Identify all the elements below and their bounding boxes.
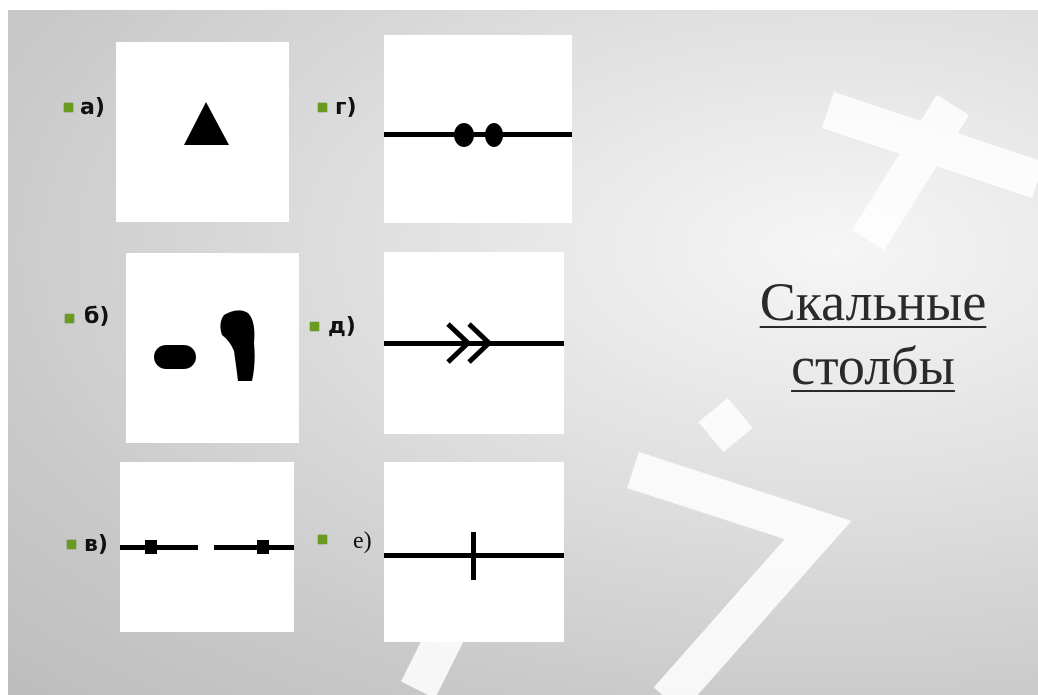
- cross-tick-icon: [384, 532, 564, 580]
- bullet-icon: [64, 103, 73, 112]
- label-a: а): [80, 95, 105, 120]
- label-g: г): [335, 95, 357, 120]
- dashed-line-icon: [120, 540, 294, 554]
- double-arrow-icon: [384, 322, 564, 364]
- bullet-icon: [67, 540, 76, 549]
- symbol-panel-d: [384, 252, 564, 434]
- line-two-dots-icon: [384, 123, 572, 147]
- symbol-panel-e: [384, 462, 564, 642]
- blob-dash-icon: [154, 310, 255, 381]
- symbol-panel-v: [120, 462, 294, 632]
- bullet-icon: [310, 322, 319, 331]
- label-v: в): [84, 532, 108, 557]
- bullet-icon: [318, 103, 327, 112]
- label-b: б): [84, 304, 110, 329]
- slide: а) г) б) д) в): [8, 10, 1038, 695]
- label-d: д): [328, 314, 356, 339]
- symbol-panel-b: [126, 253, 299, 443]
- symbol-panel-a: [116, 42, 289, 222]
- title-line-1: Скальные: [759, 272, 987, 332]
- symbol-panel-g: [384, 35, 572, 223]
- slide-title: Скальные столбы: [723, 270, 1023, 398]
- triangle-icon: [184, 102, 229, 145]
- bullet-icon: [318, 535, 327, 544]
- title-line-2: столбы: [791, 336, 955, 396]
- bullet-icon: [65, 314, 74, 323]
- label-e: е): [353, 528, 372, 554]
